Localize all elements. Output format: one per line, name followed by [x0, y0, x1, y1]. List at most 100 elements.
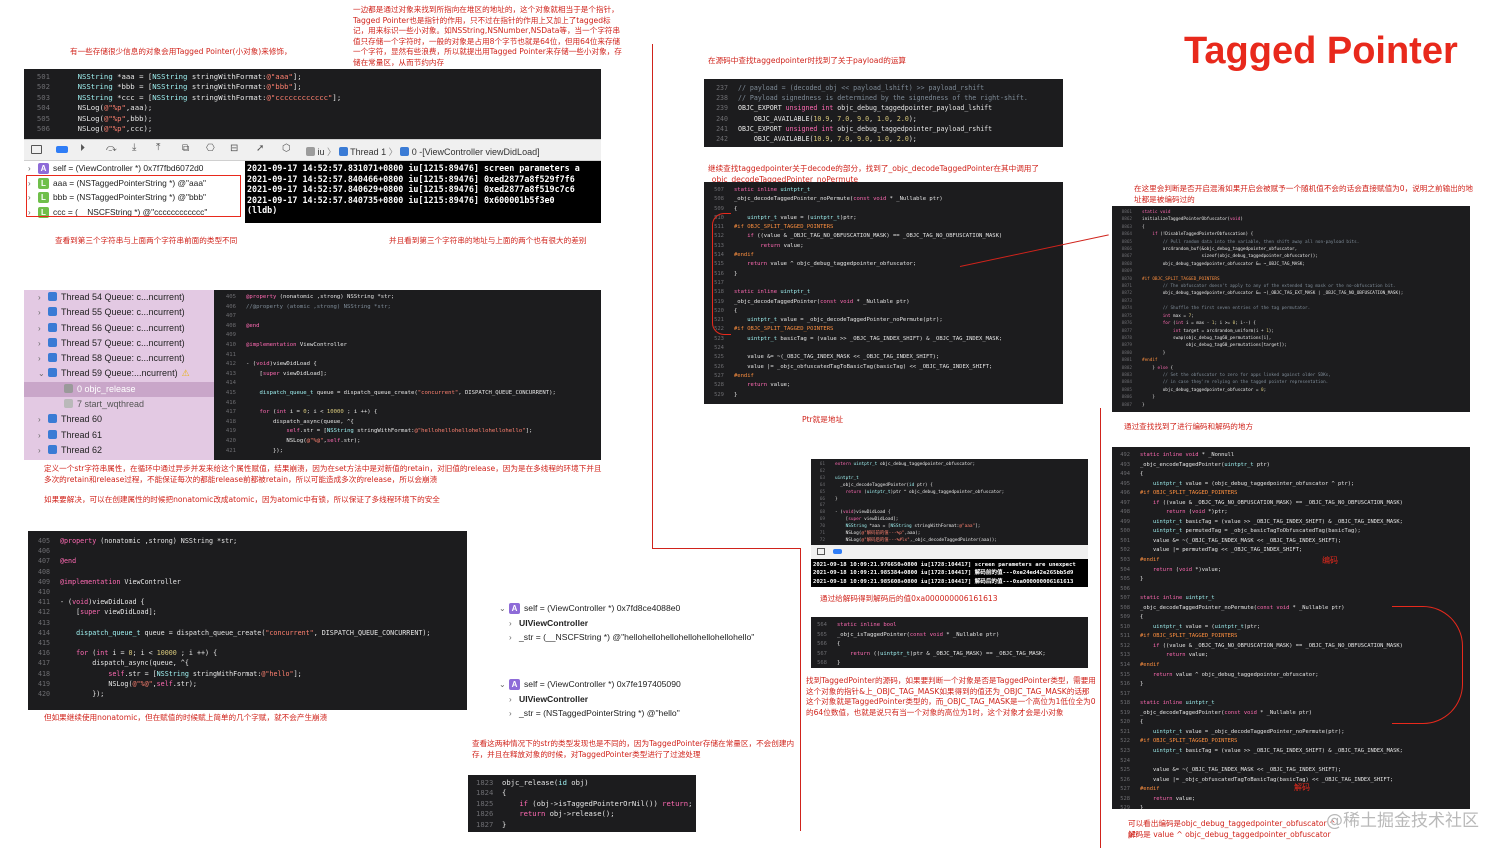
line-number: 1824: [476, 788, 494, 798]
thread-label: Thread 59 Queue:...ncurrent): [61, 368, 178, 379]
continue-icon[interactable]: ⏵: [80, 143, 85, 154]
code-text: return (void *)ptr;: [1165, 509, 1228, 516]
thread-row[interactable]: ›Thread 62: [24, 443, 214, 458]
thread-row[interactable]: ›Thread 61: [24, 428, 214, 443]
thread-row[interactable]: ›Thread 56 Queue: c...ncurrent): [24, 321, 214, 336]
thread-row[interactable]: ›Thread 60: [24, 412, 214, 427]
thread-row[interactable]: ›Thread 58 Queue: c...ncurrent): [24, 351, 214, 366]
chevron-right-icon[interactable]: ›: [509, 694, 512, 704]
code-text: dispatch_async(queue, ^{: [60, 659, 189, 668]
chevron-down-icon[interactable]: ⌄: [499, 604, 506, 613]
chevron-right-icon[interactable]: ›: [28, 164, 31, 173]
chevron-right-icon[interactable]: ›: [28, 193, 31, 202]
chevron-right-icon[interactable]: ›: [28, 178, 31, 188]
line-number: 1825: [476, 798, 494, 808]
code-text: [super viewDidLoad];: [60, 608, 157, 617]
code-text: self.str = [NSString stringWithFormat:@"…: [108, 669, 302, 678]
chevron-right-icon[interactable]: ›: [38, 415, 41, 425]
code-text: NSLog(@"解码前的值---%p",aaa);: [835, 531, 921, 537]
stack-frame-row[interactable]: 7 start_wqthread: [24, 397, 214, 412]
thread-row[interactable]: ›Thread 55 Queue: c...ncurrent): [24, 305, 214, 320]
variable-label: _str = (__NSCFString *) @"hellohellohell…: [519, 632, 755, 642]
simulate-location-icon[interactable]: ➚: [256, 143, 265, 154]
step-out-icon[interactable]: ⤒: [156, 142, 161, 153]
code-line: 237// payload = (decoded_obj << payload_…: [714, 83, 1063, 93]
line-number: 518: [1120, 700, 1130, 707]
chevron-right-icon[interactable]: ›: [38, 430, 41, 440]
breadcrumb-thread[interactable]: Thread 1: [350, 147, 387, 157]
chevron-right-icon[interactable]: ›: [38, 323, 41, 333]
variable-row[interactable]: ›UIViewController: [495, 616, 795, 631]
line-number: 506: [1120, 585, 1130, 592]
thread-row[interactable]: ›Thread 54 Queue: c...ncurrent): [24, 290, 214, 305]
code-line: 522#if OBJC_SPLIT_TAGGED_POINTERS: [1118, 737, 1470, 747]
line-number: 511: [714, 224, 724, 231]
chevron-right-icon[interactable]: ›: [509, 618, 512, 628]
variable-label: aaa = (NSTaggedPointerString *) @"aaa": [53, 177, 206, 188]
chevron-right-icon[interactable]: ›: [38, 445, 41, 455]
chevron-right-icon[interactable]: ›: [38, 338, 41, 348]
memory-graph-icon[interactable]: ⎔: [206, 143, 215, 154]
line-number: 512: [1120, 642, 1130, 649]
step-into-icon[interactable]: ⤓: [132, 142, 137, 153]
breadcrumb-frame[interactable]: 0 -[ViewController viewDidLoad]: [411, 147, 540, 157]
code-text: }: [1140, 681, 1144, 688]
hide-debug-area-icon[interactable]: [31, 145, 42, 154]
stack-frame-row[interactable]: 0 objc_release: [24, 381, 214, 398]
code-crash-example: 405@property (nonatomic ,strong) NSStrin…: [214, 290, 601, 460]
code-text: [super viewDidLoad];: [835, 517, 899, 523]
code-text: uintptr_t value = (objc_debug_taggedpoin…: [1152, 480, 1355, 487]
code-line: 8866 arc4random_buf(&objc_debug_taggedpo…: [1118, 246, 1470, 253]
line-number: 8881: [1121, 358, 1132, 364]
code-text: static void: [1142, 210, 1171, 215]
breakpoints-toggle-icon[interactable]: [56, 146, 68, 153]
line-number: 240: [716, 114, 728, 123]
chevron-right-icon[interactable]: ›: [28, 207, 31, 217]
code-line: 506 NSLog(@"%p",ccc);: [36, 124, 601, 134]
thread-row[interactable]: ⌄Thread 59 Queue:...ncurrent)⚠: [24, 366, 214, 381]
code-text: #endif: [1140, 557, 1160, 564]
chevron-right-icon[interactable]: ›: [38, 354, 41, 364]
connector-line: [800, 548, 801, 831]
line-number: 524: [714, 345, 724, 352]
gpu-frame-icon[interactable]: ⬡: [282, 143, 291, 154]
code-text: #if OBJC_SPLIT_TAGGED_POINTERS: [734, 326, 834, 333]
line-number: 68: [819, 510, 825, 516]
line-number: 412: [225, 361, 236, 368]
chevron-right-icon[interactable]: ›: [38, 308, 41, 318]
environment-overrides-icon[interactable]: ⊟: [230, 143, 239, 154]
variable-row[interactable]: ›_str = (NSTaggedPointerString *) @"hell…: [495, 706, 795, 721]
code-text: #endif: [734, 252, 754, 259]
code-line: 8871 // The obfuscator doesn't apply to …: [1118, 283, 1470, 290]
variable-row[interactable]: › _str = (__NSCFString *) @"hellohellohel…: [495, 630, 795, 645]
chevron-down-icon[interactable]: ⌄: [38, 369, 45, 379]
thread-row[interactable]: ›Thread 57 Queue: c...ncurrent): [24, 336, 214, 351]
debug-view-hierarchy-icon[interactable]: ⧉: [182, 143, 190, 154]
decode-label: 解码: [1294, 783, 1310, 792]
code-line: 497 if ((value & _OBJC_TAG_NO_OBFUSCATIO…: [1118, 499, 1470, 509]
line-number: 503: [1120, 557, 1130, 564]
chevron-down-icon[interactable]: ⌄: [499, 680, 506, 689]
line-number: 410: [38, 588, 51, 597]
chevron-right-icon[interactable]: ›: [38, 293, 41, 302]
line-number: 515: [1120, 671, 1130, 678]
breadcrumb-app[interactable]: iu: [317, 147, 325, 157]
breakpoints-toggle-icon[interactable]: [833, 549, 842, 554]
variable-row[interactable]: ›UIViewController: [495, 692, 795, 707]
code-text: {: [837, 641, 841, 648]
chevron-right-icon[interactable]: ›: [509, 633, 512, 642]
chevron-right-icon[interactable]: ›: [509, 709, 512, 718]
debug-toolbar: ⏵ ⤼ ⤓ ⤒ ⧉ ⎔ ⊟ ➚ ⬡ iu 〉 Thread 1 〉 0 -[Vi…: [24, 139, 601, 161]
step-over-icon[interactable]: ⤼: [106, 143, 117, 154]
line-number: 8867: [1121, 254, 1132, 260]
hide-debug-area-icon[interactable]: [817, 548, 825, 555]
line-number: 241: [716, 124, 728, 133]
